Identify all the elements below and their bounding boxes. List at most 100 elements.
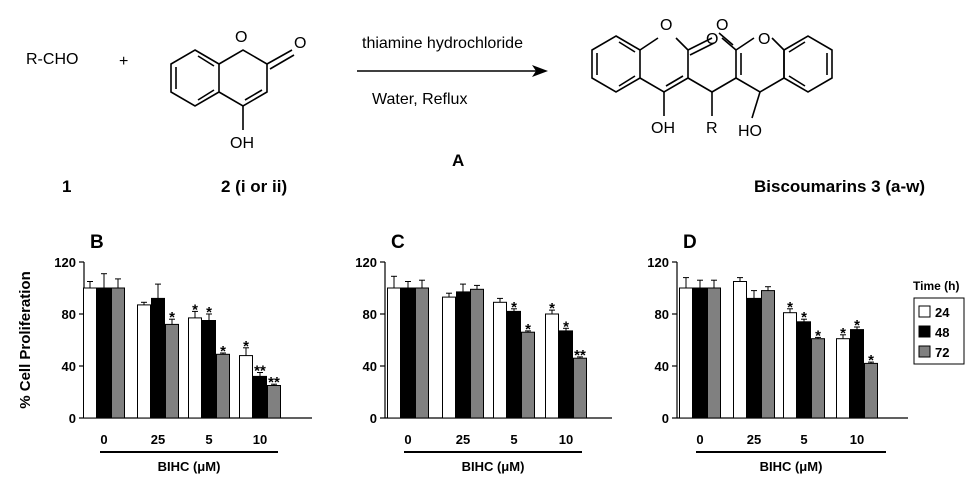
significance-mark-c-10-72: ** [574,347,586,364]
bar-d-10-24 [836,338,850,419]
legend-swatch-48 [918,325,931,338]
bar-b-5-48 [202,320,216,419]
y-tick-label-c-40: 40 [363,359,377,374]
bar-c-25-48 [456,291,470,419]
y-axis-label: % Cell Proliferation [17,271,34,409]
bar-d-25-72 [761,290,775,419]
significance-mark-b-5-24: * [192,301,198,318]
legend-label-48: 48 [935,325,949,340]
panel-label-c: C [391,232,405,253]
conditions-label: Water, Reflux [372,91,467,108]
bar-c-0-24 [387,287,401,419]
x-tick-label-b-3: 10 [253,432,267,447]
x-tick-label-d-3: 10 [850,432,864,447]
bar-d-25-48 [747,297,761,419]
significance-mark-c-10-48: * [563,318,569,335]
bar-d-0-48 [693,287,707,419]
product-carbonyl-left: O [716,17,728,34]
bar-c-10-24 [545,313,559,419]
significance-mark-c-5-72: * [525,321,531,338]
product-oxygen-right: O [758,31,770,48]
compound-label-3: Biscoumarins 3 (a-w) [754,177,925,196]
bar-b-25-48 [151,297,165,419]
biscoumarin-structure [591,32,833,119]
bar-c-0-48 [401,287,415,419]
y-tick-label-b-120: 120 [54,255,76,270]
significance-mark-c-5-48: * [511,299,517,316]
x-tick-label-d-1: 25 [747,432,761,447]
compound-label-2: 2 (i or ii) [221,177,287,196]
y-tick-label-d-40: 40 [655,359,669,374]
x-tick-label-c-2: 5 [510,432,517,447]
significance-mark-b-25-72: * [169,309,175,326]
significance-mark-b-10-24: * [243,338,249,355]
bar-c-10-72 [573,357,587,419]
significance-mark-b-5-48: * [206,304,212,321]
significance-mark-d-10-72: * [868,352,874,369]
bar-c-25-72 [470,288,484,419]
y-tick-label-b-80: 80 [62,307,76,322]
panel-label-b: B [90,232,104,253]
significance-mark-d-5-72: * [815,327,821,344]
y-tick-label-c-80: 80 [363,307,377,322]
x-tick-label-b-1: 25 [151,432,165,447]
y-tick-label-b-40: 40 [62,359,76,374]
legend-label-72: 72 [935,345,949,360]
x-tick-label-b-0: 0 [100,432,107,447]
bar-d-0-24 [679,287,693,419]
bar-b-0-48 [97,287,111,419]
y-tick-label-b-0: 0 [69,411,76,426]
product-oxygen-left: O [660,17,672,34]
legend-title: Time (h) [913,279,959,293]
product-r-group: R [706,120,718,137]
legend-box [913,297,965,365]
bar-d-10-72 [864,362,878,419]
significance-mark-b-5-72: * [220,343,226,360]
y-tick-label-c-0: 0 [370,411,377,426]
bar-b-25-72 [165,323,179,419]
y-tick-label-c-120: 120 [355,255,377,270]
significance-mark-d-10-48: * [854,317,860,334]
x-tick-label-d-2: 5 [800,432,807,447]
bar-d-5-48 [797,321,811,419]
bar-b-10-48 [253,375,267,419]
y-tick-label-d-80: 80 [655,307,669,322]
x-tick-label-c-3: 10 [559,432,573,447]
plus-sign: + [119,53,128,70]
bar-c-5-48 [507,310,521,419]
bar-b-5-72 [216,353,230,419]
reactant-aldehyde: R-CHO [26,51,78,68]
bar-c-0-72 [415,287,429,419]
significance-mark-b-10-72: ** [268,374,280,391]
bar-d-0-72 [707,287,721,419]
x-axis-label-c: BIHC (μM) [462,459,525,474]
reagent-label: thiamine hydrochloride [362,35,523,52]
x-tick-label-b-2: 5 [205,432,212,447]
bar-d-25-24 [733,281,747,419]
bar-b-5-24 [188,317,202,419]
coumarin-hydroxyl: OH [230,135,254,152]
x-tick-label-c-0: 0 [404,432,411,447]
bar-b-0-72 [111,287,125,419]
x-tick-label-c-1: 25 [456,432,470,447]
bar-b-0-24 [83,287,97,419]
significance-mark-d-5-24: * [787,299,793,316]
panel-label-d: D [683,232,697,253]
y-tick-label-d-120: 120 [647,255,669,270]
legend-swatch-72 [918,345,931,358]
panel-label-a: A [452,151,464,170]
x-axis-label-d: BIHC (μM) [760,459,823,474]
coumarin-carbonyl-oxygen: O [294,35,306,52]
significance-mark-d-5-48: * [801,309,807,326]
compound-label-1: 1 [62,177,71,196]
significance-mark-d-10-24: * [840,325,846,342]
bar-d-10-48 [850,329,864,419]
x-tick-label-d-0: 0 [696,432,703,447]
coumarin-oxygen: O [235,29,247,46]
bar-c-10-48 [559,330,573,419]
significance-mark-c-10-24: * [549,300,555,317]
bar-b-10-24 [239,355,253,419]
bar-d-5-24 [783,312,797,419]
reaction-scheme: R-CHO + O O OH thiamine hydrochloride Wa… [26,17,925,196]
